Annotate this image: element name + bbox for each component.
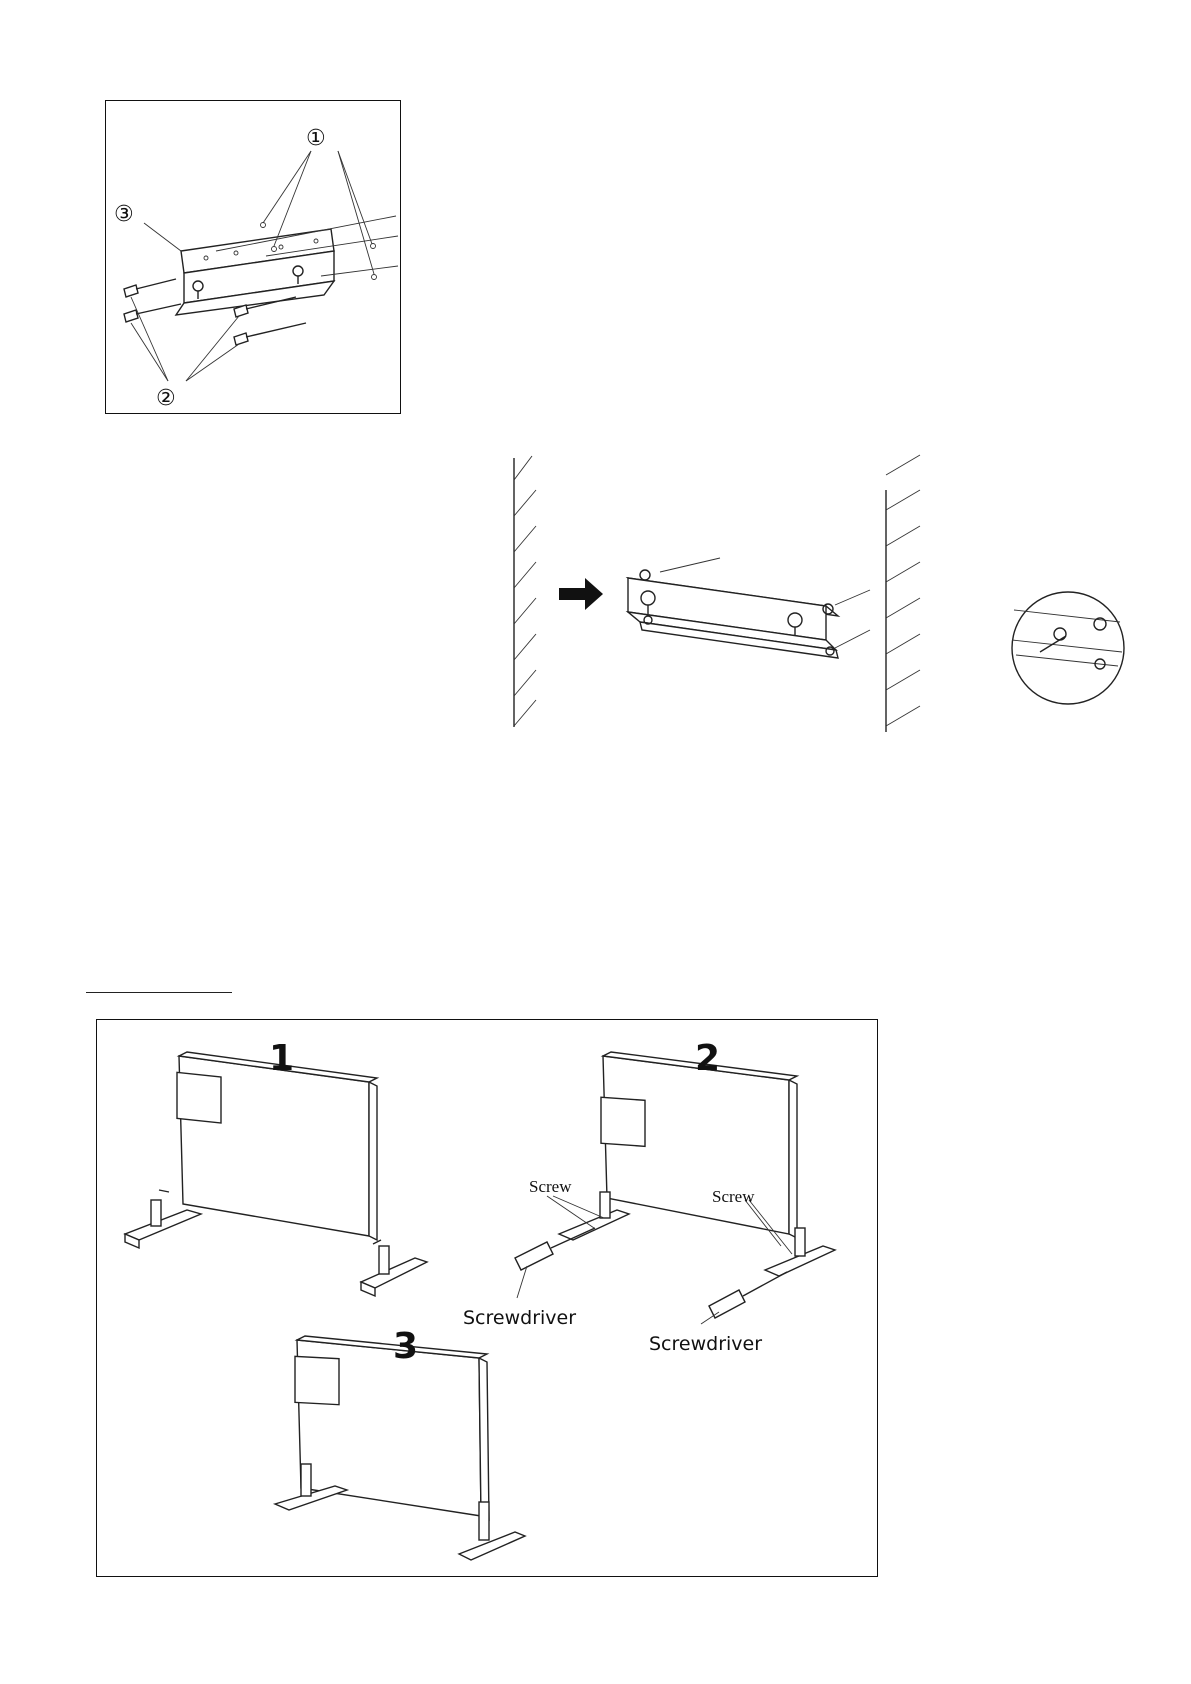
screwdriver-label-left: Screwdriver — [463, 1307, 576, 1329]
screw-head — [644, 616, 652, 624]
keyhole-slot — [641, 591, 655, 605]
bracket-exploded-figure: ① ③ ② — [105, 100, 401, 414]
mounted-bracket — [628, 558, 870, 658]
dowel — [372, 275, 377, 280]
section-heading-underline — [86, 992, 232, 993]
screw-label-left: Screw — [529, 1177, 572, 1196]
screw-head — [826, 647, 834, 655]
left-wall — [514, 456, 536, 727]
step-number-1: 1 — [269, 1038, 294, 1079]
panel-step-2: Screw Screw Screwdriver Screwdriver 2 — [463, 1038, 835, 1355]
panel-step-3: 3 — [275, 1326, 525, 1560]
foot-post — [795, 1228, 805, 1256]
screw-head — [823, 604, 833, 614]
screw — [124, 279, 176, 297]
direction-arrow — [559, 578, 603, 610]
bracket-exploded-drawing: ① ③ ② — [106, 101, 400, 413]
screwdriver-label-right: Screwdriver — [649, 1333, 762, 1355]
keyhole-slot — [788, 613, 802, 627]
screw-head — [640, 570, 650, 580]
screwdriver — [709, 1272, 787, 1318]
foot-post — [600, 1192, 610, 1218]
foot — [361, 1258, 427, 1288]
foot — [559, 1210, 629, 1240]
keyhole-detail-circle — [1012, 592, 1124, 704]
feet-assembly-figure: 1 — [96, 1019, 878, 1577]
dowel — [261, 223, 266, 228]
screw — [124, 304, 181, 322]
screw-label-right: Screw — [712, 1187, 755, 1206]
foot-post — [479, 1502, 489, 1540]
dowel — [371, 244, 376, 249]
callout-number-2: ② — [156, 386, 176, 411]
foot — [459, 1532, 525, 1560]
callout-number-1: ① — [306, 126, 326, 151]
feet-assembly-drawing: 1 — [97, 1020, 877, 1576]
screw — [234, 323, 306, 345]
foot-post — [379, 1246, 389, 1274]
right-wall — [886, 455, 920, 732]
control-box — [177, 1072, 221, 1123]
foot — [125, 1210, 201, 1240]
control-box — [295, 1356, 339, 1404]
panel-step-1: 1 — [125, 1038, 427, 1296]
callout-number-3: ③ — [114, 202, 134, 227]
foot-post — [151, 1200, 161, 1226]
foot-post — [301, 1464, 311, 1496]
step-number-2: 2 — [695, 1038, 720, 1079]
control-box — [601, 1097, 645, 1146]
step-number-3: 3 — [393, 1326, 418, 1367]
